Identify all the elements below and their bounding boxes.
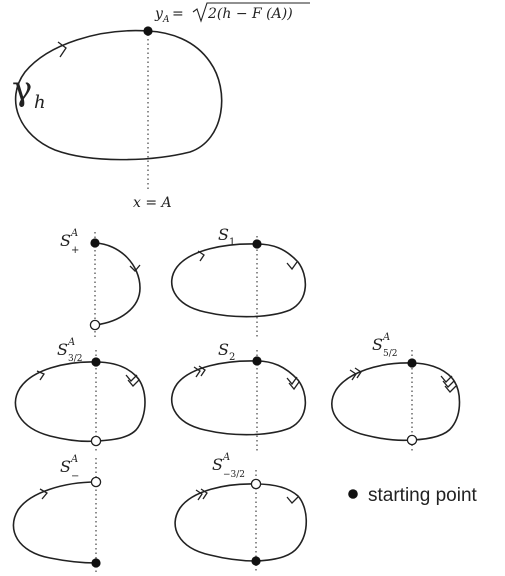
s-m3-2-label: S	[212, 455, 223, 474]
s-5-2-arrow-right-1	[440, 375, 453, 383]
s-m3-2-curve	[174, 483, 308, 562]
s-5-2-label: S	[372, 335, 383, 354]
gamma-h-group: γ h y A = 2(h − F (A)) x = A	[12, 2, 310, 211]
s-3-2-curve	[14, 361, 146, 443]
s-m3-2-arrow-right	[286, 496, 299, 504]
s-1-start-dot	[252, 239, 262, 249]
s-1-arrow-right	[286, 261, 298, 271]
s-m3-2-arrow-left-2	[200, 488, 208, 500]
s-1-sub: 1	[229, 237, 235, 248]
s-3-2-group: S A 3/2	[14, 337, 146, 452]
s-3-2-sub: 3/2	[68, 354, 82, 364]
s-plus-sup: A	[70, 228, 78, 239]
s-5-2-end-circle	[406, 434, 418, 446]
s-plus-arrow	[129, 264, 141, 272]
legend: starting point	[348, 485, 478, 506]
s-plus-label: S	[60, 231, 71, 250]
gamma-label: γ	[12, 69, 32, 109]
s-5-2-sub: 5/2	[383, 349, 397, 359]
gamma-arrow	[57, 41, 67, 58]
s-plus-end-circle	[89, 319, 101, 331]
s-2-arrow-right-2	[288, 381, 300, 391]
gamma-start-dot	[143, 26, 153, 36]
s-3-2-sup: A	[67, 337, 75, 348]
x-equals-a-label: x = A	[133, 195, 172, 211]
s-minus-sup: A	[70, 454, 78, 465]
s-m3-2-start-circle	[250, 478, 262, 490]
gamma-h-curve	[14, 29, 223, 161]
s-1-curve	[171, 243, 307, 318]
s-m3-2-sub: −3/2	[223, 470, 245, 480]
s-m3-2-group: S A −3/2	[174, 452, 308, 572]
s-2-group: S 2	[171, 340, 307, 452]
s-2-arrow-left-1	[193, 366, 201, 378]
ya-label: y	[154, 6, 164, 22]
s-5-2-curve	[331, 362, 461, 442]
s-3-2-arrow-right-1	[125, 374, 138, 382]
s-3-2-arrow-left	[36, 370, 45, 381]
s-plus-curve	[94, 242, 141, 326]
s-5-2-sup: A	[382, 332, 390, 343]
s-2-sub: 2	[229, 352, 235, 363]
s-1-label: S	[218, 225, 229, 244]
s-m3-2-sup: A	[222, 452, 230, 463]
s-plus-group: S A +	[60, 228, 141, 338]
s-minus-arrow	[39, 488, 48, 500]
s-5-2-group: S A 5/2	[331, 332, 461, 452]
s-plus-start-dot	[90, 238, 100, 248]
s-2-curve	[171, 360, 307, 436]
sqrt-sign	[192, 2, 310, 23]
ya-equals: =	[172, 6, 184, 22]
s-3-2-end-circle	[90, 435, 102, 447]
legend-text: starting point	[368, 485, 478, 506]
s-5-2-arrow-right-3	[444, 385, 457, 393]
s-5-2-arrow-left-2	[354, 367, 362, 379]
s-minus-start-circle	[90, 476, 102, 488]
s-2-label: S	[218, 340, 229, 359]
s-5-2-arrow-right-2	[442, 380, 455, 388]
s-minus-end-dot	[91, 558, 101, 568]
s-minus-sub: −	[71, 471, 79, 482]
s-3-2-label: S	[57, 340, 68, 359]
s-m3-2-arrow-left-1	[195, 489, 203, 501]
s-2-arrow-left-2	[198, 365, 206, 377]
ya-radicand: 2(h − F (A))	[207, 6, 293, 22]
s-1-group: S 1	[171, 225, 307, 338]
ya-sub: A	[162, 15, 170, 25]
s-5-2-start-dot	[407, 358, 417, 368]
s-m3-2-end-dot	[251, 556, 261, 566]
s-3-2-start-dot	[91, 357, 101, 367]
s-minus-group: S A −	[12, 454, 102, 572]
legend-dot	[348, 489, 358, 499]
s-1-arrow-left	[197, 250, 205, 262]
gamma-sub: h	[34, 92, 46, 113]
s-plus-sub: +	[71, 245, 79, 256]
s-minus-curve	[12, 481, 97, 564]
s-5-2-arrow-left-1	[349, 369, 357, 381]
s-3-2-arrow-right-2	[127, 379, 140, 387]
s-2-arrow-right-1	[286, 376, 298, 386]
s-2-start-dot	[252, 356, 262, 366]
s-minus-label: S	[60, 457, 71, 476]
